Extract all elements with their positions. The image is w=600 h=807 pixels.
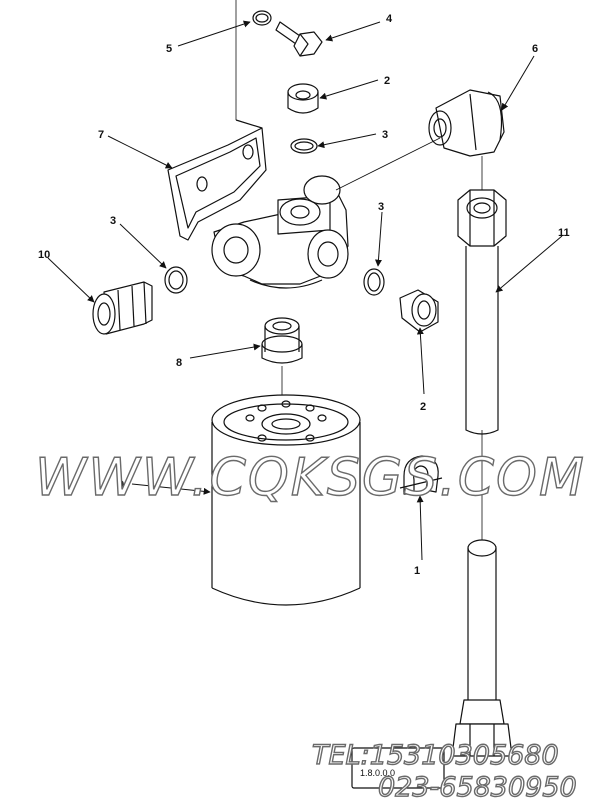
callout-3-left: 3 <box>110 215 116 227</box>
watermark-site: WWW.CQKSGS.COM <box>34 447 586 508</box>
watermark-tel: TEL:15310305680 <box>311 739 559 771</box>
callout-8: 8 <box>176 357 182 369</box>
tube-11 <box>451 189 513 757</box>
filter-9 <box>211 394 361 606</box>
o-ring-5 <box>252 10 272 26</box>
callout-4: 4 <box>386 13 393 25</box>
bolt-4 <box>275 21 323 57</box>
o-ring-3-top <box>290 138 318 154</box>
plug-2-top <box>287 83 319 114</box>
o-ring-3-left <box>164 266 188 294</box>
callout-10: 10 <box>38 249 50 261</box>
clamp-1 <box>399 455 443 495</box>
callout-3-top: 3 <box>382 129 388 141</box>
callout-3-right: 3 <box>378 201 384 213</box>
callout-6: 6 <box>532 43 538 55</box>
elbow-fitting-6 <box>428 89 505 157</box>
callout-7: 7 <box>98 129 104 141</box>
fitting-10 <box>92 281 153 335</box>
callout-11: 11 <box>558 227 570 239</box>
o-ring-3-right <box>363 268 385 296</box>
plate-text: 1.8.0.0.0 <box>360 768 395 778</box>
watermark-tel2: 023-65830950 <box>377 771 577 803</box>
plug-2-right <box>399 289 439 333</box>
callout-2-top: 2 <box>384 75 390 87</box>
callout-2-right: 2 <box>420 401 426 413</box>
callout-9: 9 <box>118 479 124 491</box>
label-plate <box>351 747 445 789</box>
nipple-8 <box>261 317 303 364</box>
bracket-7 <box>167 119 267 241</box>
callout-5: 5 <box>166 43 172 55</box>
filter-head <box>211 175 349 289</box>
callout-1: 1 <box>414 565 420 577</box>
